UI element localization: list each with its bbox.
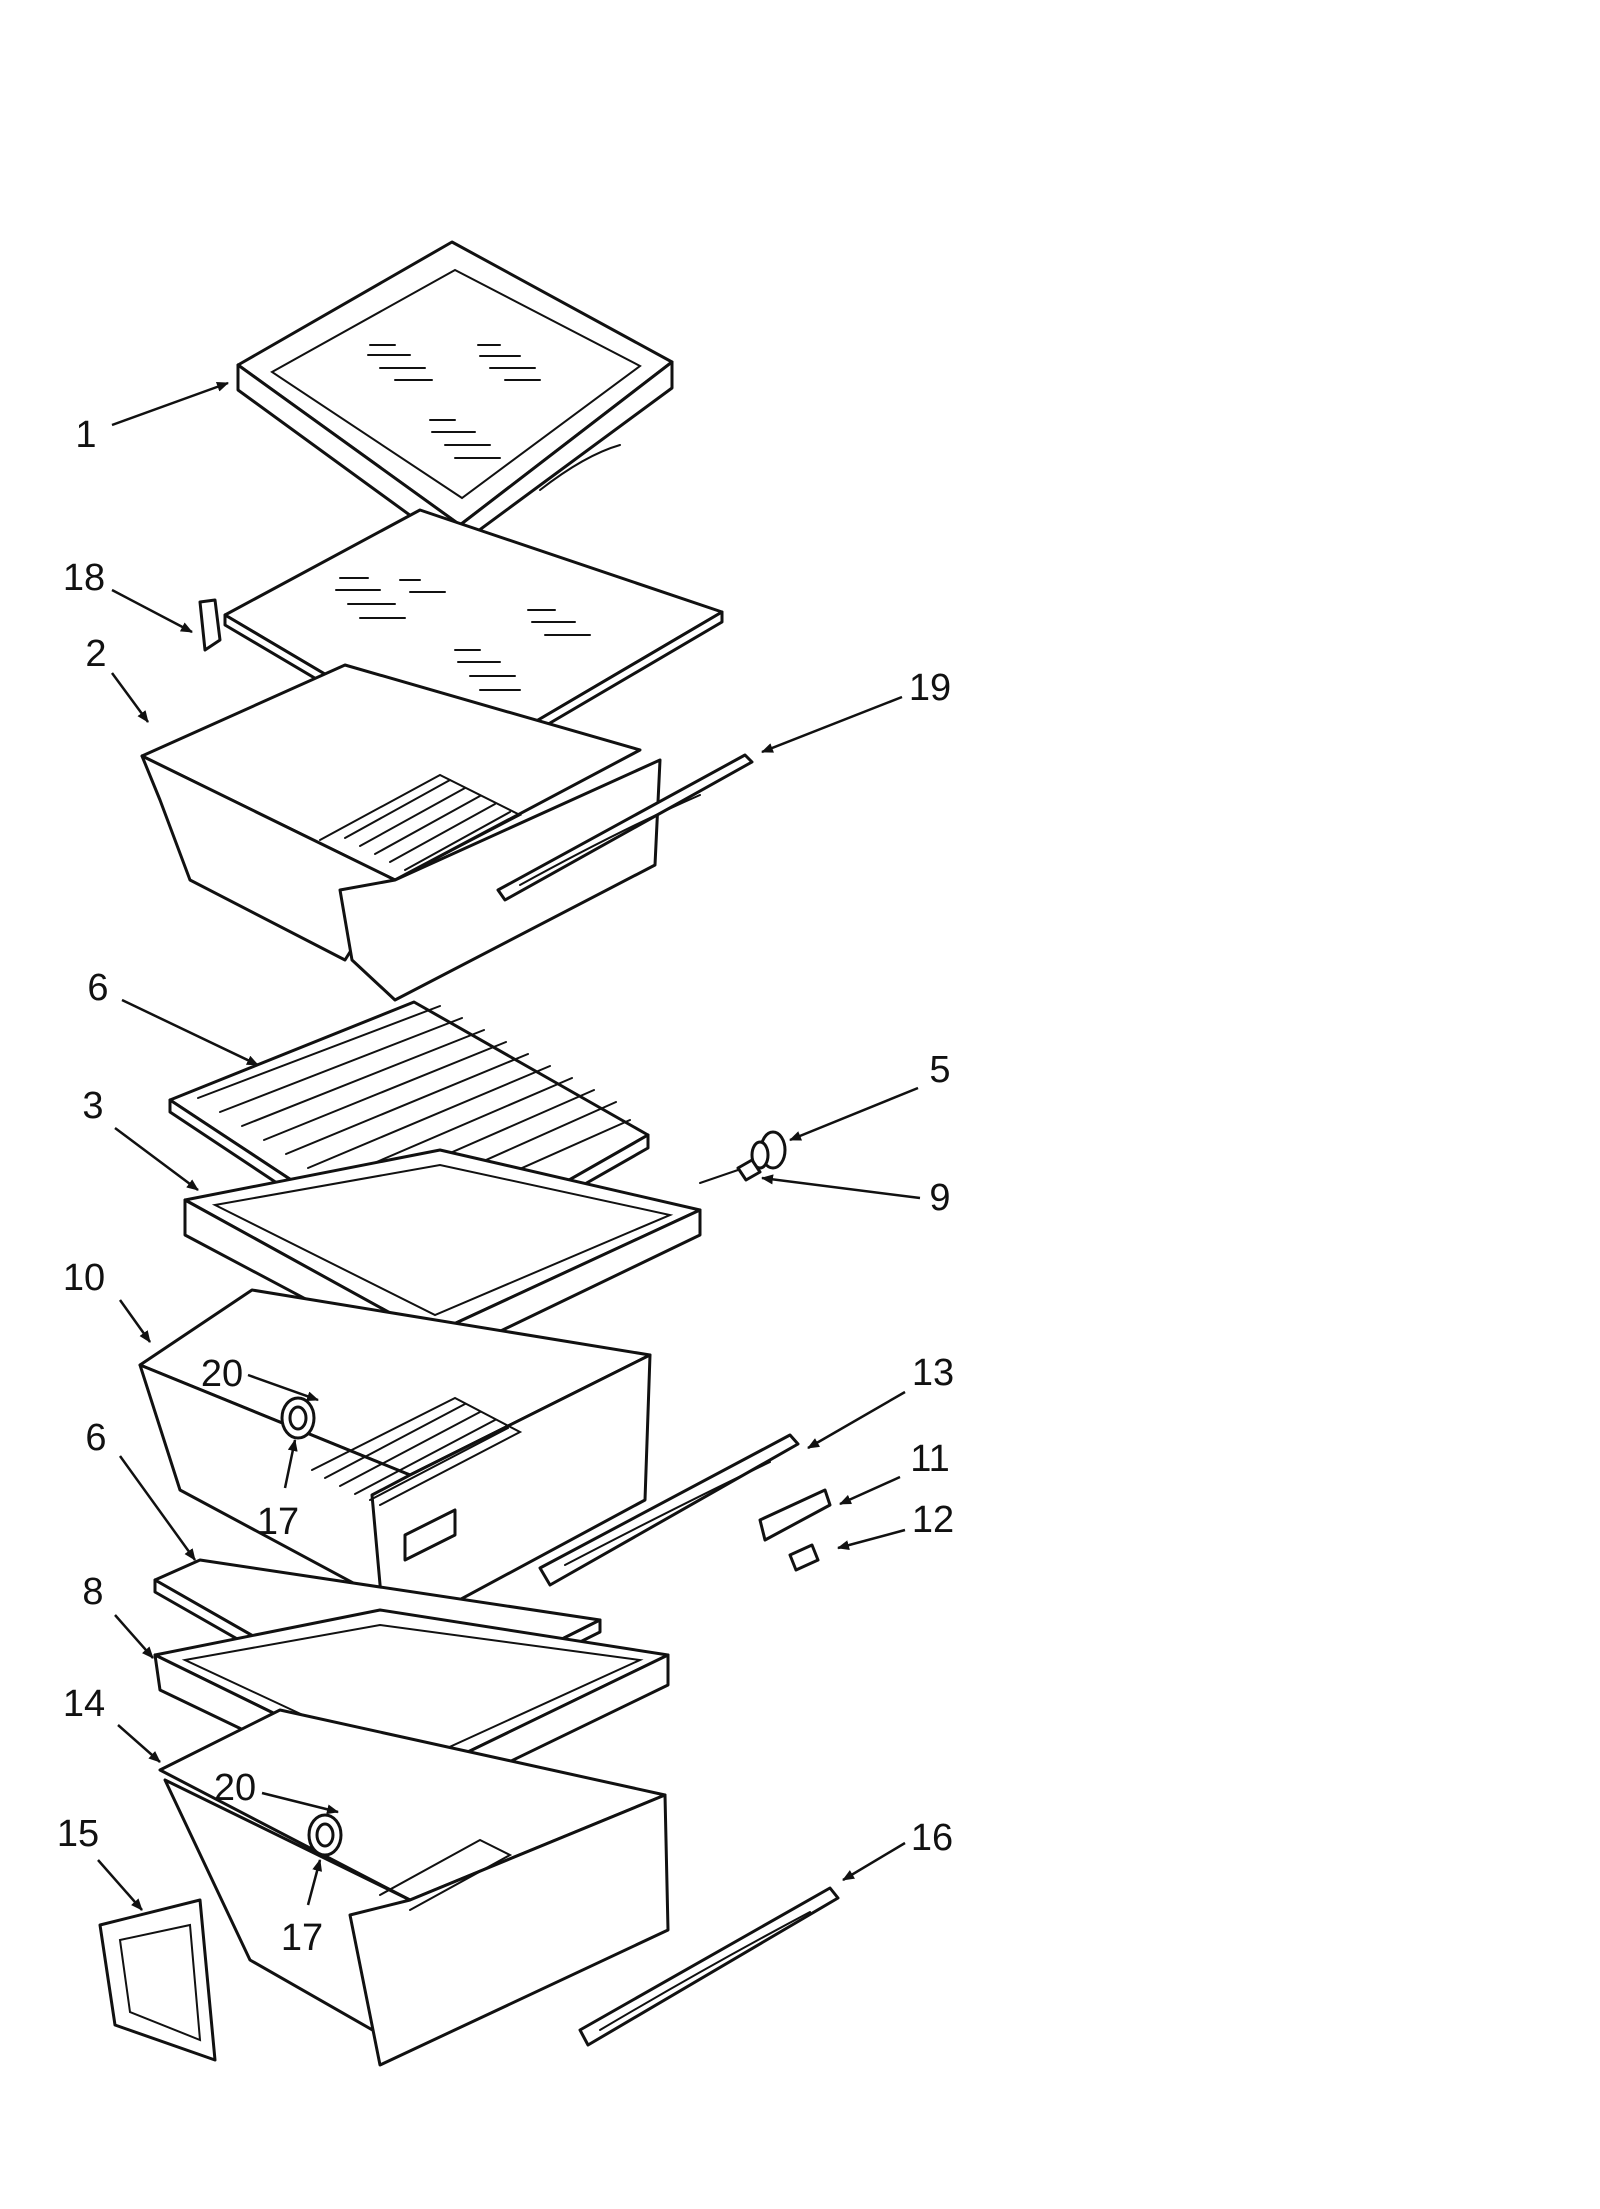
callout-5: 5 [929, 1049, 950, 1091]
callout-15: 15 [57, 1813, 99, 1855]
callout-1: 1 [75, 414, 96, 456]
callout-labels: 1 18 2 19 6 5 3 9 10 20 13 6 11 17 12 8 … [57, 414, 954, 1959]
part-11-bracket [758, 1488, 832, 1542]
part-18-glass-panel [198, 508, 724, 772]
callout-10: 10 [63, 1257, 105, 1299]
part-14-bottom-drawer [158, 1708, 670, 2067]
callout-6-upper: 6 [87, 967, 108, 1009]
callout-13: 13 [912, 1352, 954, 1394]
callout-19: 19 [909, 667, 951, 709]
part-2-crisper-drawer [140, 663, 754, 1002]
part-10-middle-drawer [138, 1288, 652, 1642]
callout-14: 14 [63, 1683, 105, 1725]
part-9-screw [699, 1158, 762, 1184]
callout-11: 11 [910, 1438, 949, 1480]
part-16-drawer-front-trim [578, 1886, 840, 2047]
callout-16: 16 [911, 1817, 953, 1859]
callout-12: 12 [912, 1499, 954, 1541]
callout-20-lower: 20 [214, 1767, 256, 1809]
part-5-roller [750, 1130, 787, 1170]
callout-17-upper: 17 [257, 1501, 299, 1543]
callout-3: 3 [82, 1085, 103, 1127]
callout-17-lower: 17 [281, 1917, 323, 1959]
part-1-shelf [236, 240, 674, 550]
callout-18: 18 [63, 557, 105, 599]
callout-9: 9 [929, 1177, 950, 1219]
callout-8: 8 [82, 1571, 103, 1613]
part-13-drawer-front-trim [538, 1433, 800, 1587]
leader-lines [97, 381, 921, 1911]
callout-2: 2 [85, 633, 106, 675]
callout-6-lower: 6 [85, 1417, 106, 1459]
part-15-label-panel [98, 1898, 217, 2062]
callout-20-upper: 20 [201, 1353, 243, 1395]
part-12-clip [788, 1543, 820, 1572]
